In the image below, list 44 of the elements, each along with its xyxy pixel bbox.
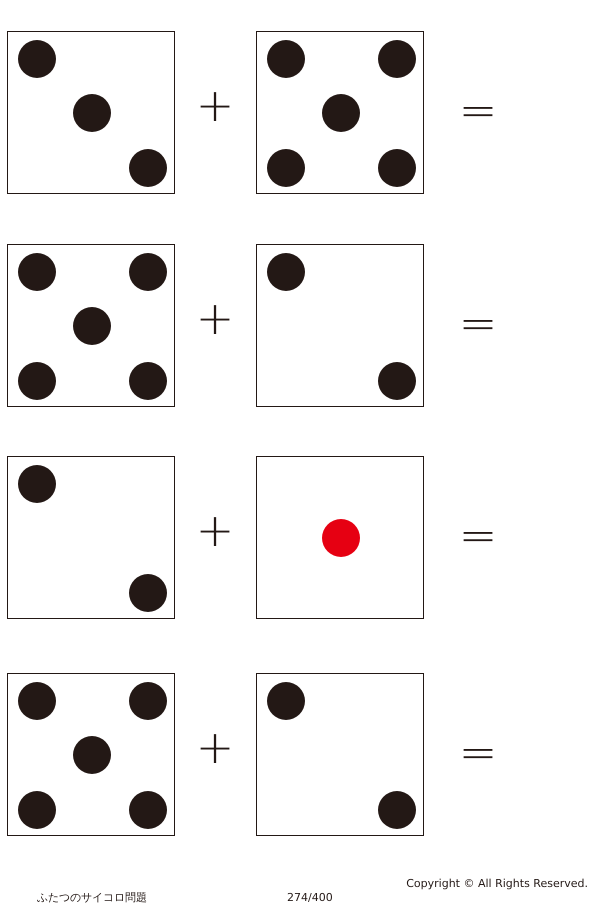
die-pip	[378, 791, 416, 829]
die-face	[256, 31, 424, 194]
equals-sign: =	[458, 512, 498, 558]
copyright-text: Copyright © All Rights Reserved.	[406, 877, 588, 890]
plus-sign: +	[194, 82, 236, 128]
die-pip	[267, 40, 305, 78]
plus-sign: +	[194, 507, 236, 553]
die-pip	[129, 362, 167, 400]
equals-sign: =	[458, 729, 498, 775]
die-face	[256, 244, 424, 407]
die-face	[256, 673, 424, 836]
die-pip	[378, 40, 416, 78]
page-number: 274/400	[287, 891, 333, 904]
equals-sign: =	[458, 300, 498, 346]
die-pip	[73, 94, 111, 132]
die-pip	[267, 682, 305, 720]
plus-sign: +	[194, 295, 236, 341]
die-pip	[18, 465, 56, 503]
die-pip	[378, 362, 416, 400]
die-face	[7, 456, 175, 619]
die-pip	[18, 40, 56, 78]
die-pip	[129, 149, 167, 187]
die-pip	[18, 362, 56, 400]
die-face	[7, 244, 175, 407]
die-face	[7, 31, 175, 194]
die-pip	[267, 149, 305, 187]
die-pip	[322, 519, 360, 557]
die-pip	[129, 574, 167, 612]
worksheet-title: ふたつのサイコロ問題	[37, 891, 147, 904]
die-pip	[267, 253, 305, 291]
die-face	[256, 456, 424, 619]
die-pip	[18, 791, 56, 829]
equals-sign: =	[458, 87, 498, 133]
die-pip	[129, 682, 167, 720]
die-pip	[129, 791, 167, 829]
die-pip	[129, 253, 167, 291]
die-pip	[73, 736, 111, 774]
die-face	[7, 673, 175, 836]
die-pip	[18, 682, 56, 720]
die-pip	[18, 253, 56, 291]
plus-sign: +	[194, 724, 236, 770]
die-pip	[73, 307, 111, 345]
die-pip	[378, 149, 416, 187]
die-pip	[322, 94, 360, 132]
